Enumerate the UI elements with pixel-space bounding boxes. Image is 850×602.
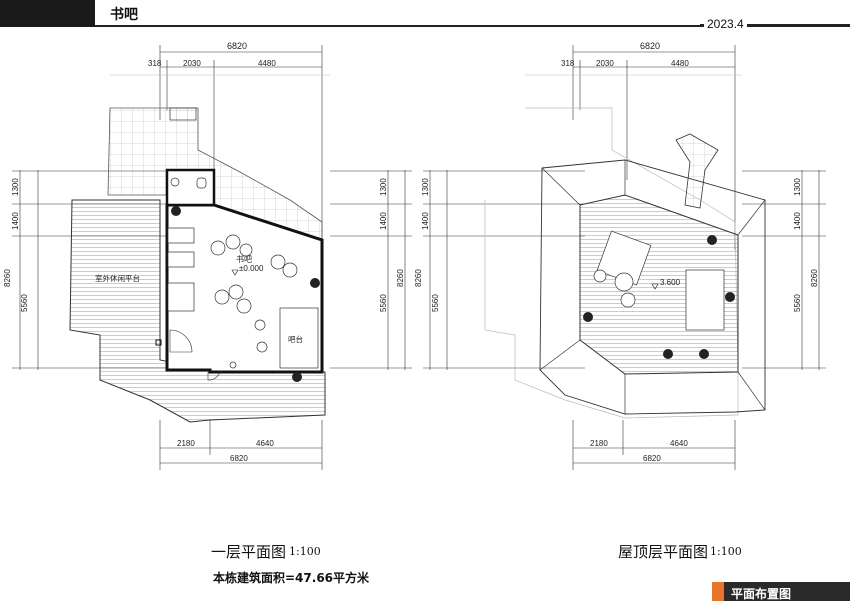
date-label: 2023.4: [704, 17, 747, 31]
level-marker-icon: [231, 269, 239, 276]
terrace-label: 室外休闲平台: [95, 273, 140, 283]
courtyard-stair: [169, 107, 197, 121]
dim-left-1300: 1300: [11, 178, 20, 196]
column-marker: [155, 339, 162, 346]
header-rule: [95, 25, 850, 27]
dim-right-1300: 1300: [379, 178, 388, 196]
roof-stair: [675, 133, 719, 209]
dim-right-1400: 1400: [379, 212, 388, 230]
dim-left-1400: 1400: [11, 212, 20, 230]
right-dimension-lines: [330, 170, 412, 370]
footer-accent: [712, 582, 724, 601]
dim-top-318: 318: [148, 59, 162, 68]
ground-floor-plan: 6820 318 2030 4480 1300 1400 8260 5560 1…: [3, 41, 412, 470]
plan1-scale: 1:100: [289, 545, 321, 558]
roof-dim-top-2030: 2030: [596, 59, 614, 68]
roof-dim-bottom-6820: 6820: [643, 454, 661, 463]
plan1-caption: 一层平面图: [211, 543, 287, 561]
sink-fixture: [196, 177, 207, 189]
roof-dim-bottom-4640: 4640: [670, 439, 688, 448]
roof-dim-left-8260: 8260: [414, 269, 423, 287]
dim-bottom-6820: 6820: [230, 454, 248, 463]
roof-level-marker-icon: [651, 283, 659, 290]
roof-top-dimension-lines: [525, 45, 742, 250]
roof-hip-lines: [539, 160, 766, 414]
roof-dim-left-1300: 1300: [421, 178, 430, 196]
roof-plant-icons: [583, 235, 735, 359]
door-swing: [169, 329, 193, 353]
roof-dim-right-1400: 1400: [793, 212, 802, 230]
ground-floor-furniture: [167, 227, 319, 369]
roof-dim-top-4480: 4480: [671, 59, 689, 68]
page-title: 书吧: [110, 7, 138, 23]
roof-right-dimension-lines: [742, 170, 826, 370]
dim-left-8260: 8260: [3, 269, 12, 287]
roof-dim-top-318: 318: [561, 59, 575, 68]
roof-dim-bottom-2180: 2180: [590, 439, 608, 448]
plant-icons: [171, 206, 320, 382]
roof-plan: 6820 318 2030 4480 1300 1400 8260 5560 1…: [414, 41, 826, 470]
plan2-scale: 1:100: [710, 545, 742, 558]
dim-top-4480: 4480: [258, 59, 276, 68]
roof-furniture: [593, 230, 725, 331]
terrace-deck: [69, 199, 326, 423]
roof-level: 3.600: [660, 278, 681, 287]
roof-dim-left-1400: 1400: [421, 212, 430, 230]
room-label-bookbar: 书吧: [236, 254, 252, 264]
roof-dim-right-8260: 8260: [810, 269, 819, 287]
dim-top-2030: 2030: [183, 59, 201, 68]
dim-right-8260: 8260: [396, 269, 405, 287]
dim-right-5560: 5560: [379, 294, 388, 312]
roof-dim-top-total: 6820: [640, 41, 660, 51]
door-swing-2: [207, 371, 221, 381]
roof-bottom-dimension-lines: [572, 420, 736, 470]
roof-dim-left-5560: 5560: [431, 294, 440, 312]
bottom-dimension-lines: [159, 420, 323, 470]
plan2-caption: 屋顶层平面图: [618, 543, 709, 561]
room-level: ±0.000: [239, 264, 264, 273]
roof-dim-right-1300: 1300: [793, 178, 802, 196]
dim-left-5560: 5560: [20, 294, 29, 312]
header-dark-block: [0, 0, 95, 27]
toilet-fixture: [170, 177, 180, 187]
footer-label: 平面布置图: [731, 587, 792, 601]
roof-dim-right-5560: 5560: [793, 294, 802, 312]
lower-floor-outline: [484, 107, 739, 419]
footer-tab: [712, 582, 850, 601]
dim-bottom-4640: 4640: [256, 439, 274, 448]
toilet-room: [165, 168, 216, 207]
roof-left-dimension-lines: [423, 170, 585, 370]
dim-bottom-2180: 2180: [177, 439, 195, 448]
bar-label: 吧台: [288, 334, 303, 344]
roof-outline: [539, 159, 766, 415]
building-area-note: 本栋建筑面积=47.66平方米: [213, 571, 370, 585]
date-rule: [700, 24, 850, 26]
dim-top-total: 6820: [227, 41, 247, 51]
